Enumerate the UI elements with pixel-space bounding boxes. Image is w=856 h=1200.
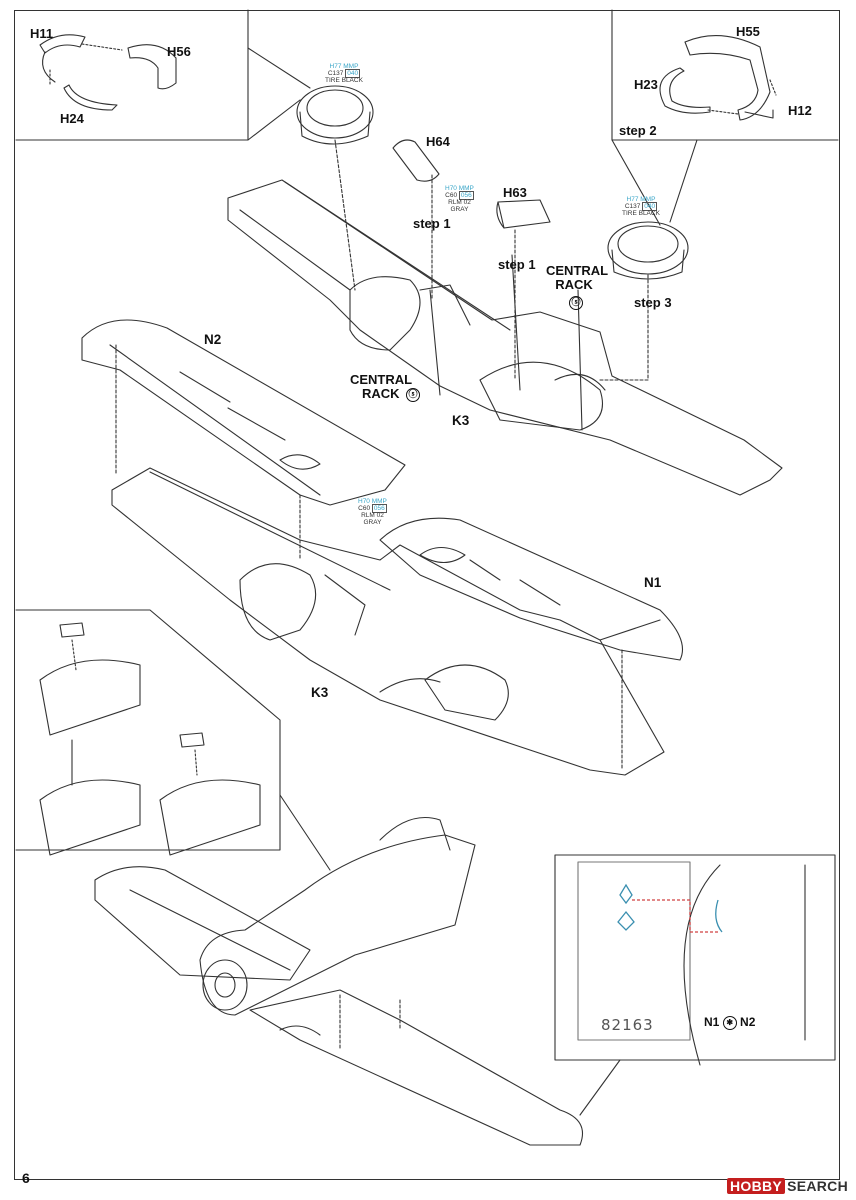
mask-sheet-id: 82163 xyxy=(601,1016,654,1034)
part-h56-label: H56 xyxy=(167,44,191,59)
watermark-logo: HOBBY xyxy=(727,1178,786,1194)
paint-rlm02-top-code2: 056 xyxy=(458,191,474,200)
page-number: 6 xyxy=(22,1170,30,1186)
part-h23-label: H23 xyxy=(634,77,658,92)
paint-callout-tire-left: H77 MMP C137 040 TIRE BLACK xyxy=(325,63,363,84)
part-h11-label: H11 xyxy=(30,26,54,41)
mask-legend-n2: N2 xyxy=(740,1015,756,1029)
central-rack-top-line1: CENTRAL xyxy=(546,263,609,278)
inset-top-right-border xyxy=(611,9,839,141)
part-h64-label: H64 xyxy=(426,134,450,149)
page-border xyxy=(14,10,840,1180)
paint-rlm02-mid-line1: H70 MMP xyxy=(358,498,387,505)
step1-label-b: step 1 xyxy=(498,257,536,272)
paint-rlm02-mid-color: GRAY xyxy=(363,519,382,526)
paint-callout-rlm02-top: H70 MMP C60 056 RLM 02 GRAY xyxy=(445,185,474,213)
part-h55-label: H55 xyxy=(736,24,760,39)
paint-tire-right-line1: H77 MMP xyxy=(626,196,656,203)
inset-bottom-left-border xyxy=(15,609,281,851)
part-n1-label: N1 xyxy=(644,575,662,590)
paint-tire-right-code2: 040 xyxy=(642,202,658,211)
central-rack-left-line2: RACK xyxy=(362,386,400,401)
part-h63-label: H63 xyxy=(503,185,527,200)
paint-tire-right-name: TIRE BLACK xyxy=(622,210,660,217)
paint-tire-left-name: TIRE BLACK xyxy=(325,77,363,84)
paint-rlm02-top-name: RLM 02 xyxy=(448,199,471,206)
part-k3-bottom-label: K3 xyxy=(311,685,329,700)
mask-arrow-icon: ✱ xyxy=(722,1015,737,1030)
paint-rlm02-mid-name: RLM 02 xyxy=(361,512,384,519)
central-rack-top: CENTRAL RACK xyxy=(546,263,609,292)
central-rack-left-line1: CENTRAL xyxy=(349,372,413,387)
central-rack-left: CENTRAL RACK xyxy=(348,373,414,401)
paint-tire-right-code: C137 xyxy=(624,203,641,210)
paint-rlm02-top-color: GRAY xyxy=(450,206,469,213)
part-h24-label: H24 xyxy=(60,111,84,126)
step3-label: step 3 xyxy=(634,295,672,310)
paint-rlm02-mid-code2: 056 xyxy=(371,504,387,513)
paint-tire-left-line1: H77 MMP xyxy=(329,63,359,70)
watermark-suffix: SEARCH xyxy=(787,1178,848,1194)
rack-left-icon: ⓢ xyxy=(406,388,420,402)
central-rack-top-line2: RACK xyxy=(555,277,593,292)
rack-top-icon: ⓢ xyxy=(569,296,583,310)
part-h12-label: H12 xyxy=(788,103,812,118)
mask-legend-n1: N1 xyxy=(704,1015,720,1029)
paint-tire-left-code2: 040 xyxy=(345,69,361,78)
paint-rlm02-top-code: C60 xyxy=(445,192,458,199)
paint-rlm02-top-line1: H70 MMP xyxy=(445,185,474,192)
part-n2-label: N2 xyxy=(204,332,222,347)
paint-tire-left-code: C137 xyxy=(327,70,344,77)
paint-callout-rlm02-mid: H70 MMP C60 056 RLM 02 GRAY xyxy=(358,498,387,526)
paint-callout-tire-right: H77 MMP C137 040 TIRE BLACK xyxy=(622,196,660,217)
part-k3-top-label: K3 xyxy=(452,413,470,428)
mask-legend: N1 ✱ N2 xyxy=(704,1015,755,1030)
paint-rlm02-mid-code: C60 xyxy=(358,505,371,512)
step1-label-a: step 1 xyxy=(413,216,451,231)
step2-label: step 2 xyxy=(619,123,657,138)
